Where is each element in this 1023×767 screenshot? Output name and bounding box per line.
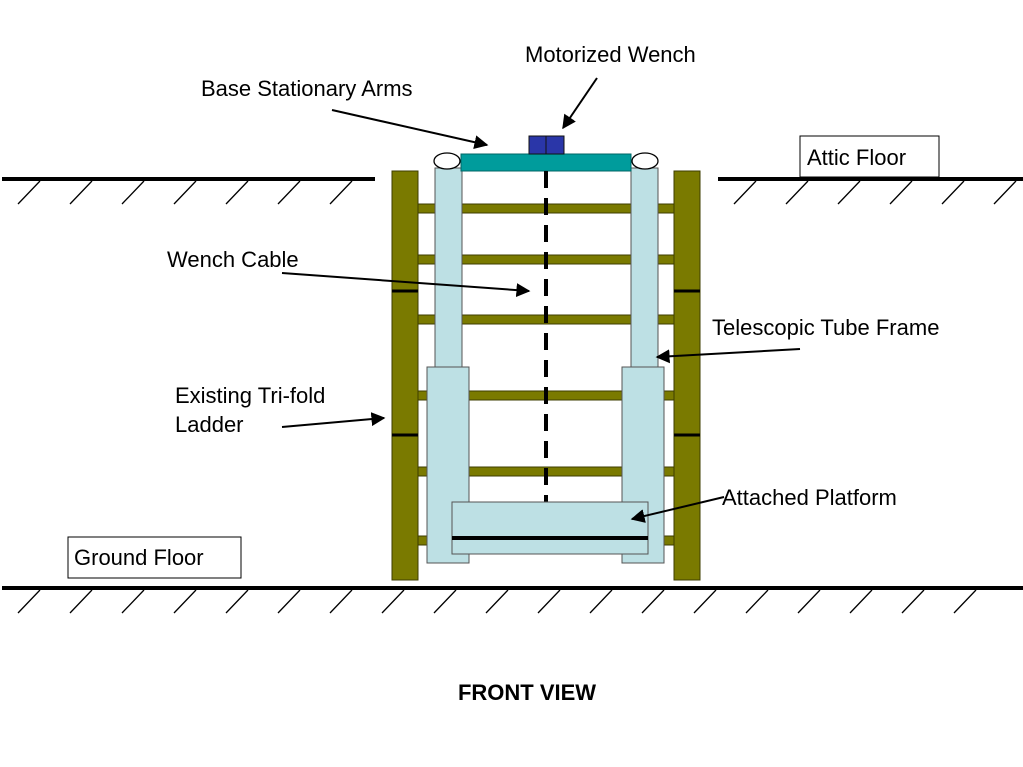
right-arm-roller bbox=[631, 152, 659, 170]
base-arms-arrow bbox=[331, 109, 489, 150]
base-stationary-arms bbox=[433, 152, 659, 172]
ground-floor-box bbox=[67, 536, 242, 579]
ladder-right-rail bbox=[673, 170, 701, 581]
ground-floor-line bbox=[2, 586, 1023, 614]
attached-platform bbox=[451, 501, 649, 555]
leader-arrows bbox=[281, 77, 801, 523]
view-title: FRONT VIEW bbox=[458, 680, 596, 705]
existing-ladder-label-line2: Ladder bbox=[175, 412, 244, 437]
attached-platform-label: Attached Platform bbox=[722, 485, 897, 510]
left-inner-tube bbox=[434, 167, 463, 369]
ladder-arrow bbox=[281, 412, 386, 428]
telescopic-frame-arrow bbox=[655, 348, 801, 364]
attic-floor-label: Attic Floor bbox=[807, 145, 906, 170]
ground-floor-hatching bbox=[17, 589, 977, 614]
motorized-wench-label: Motorized Wench bbox=[525, 42, 696, 67]
left-arm-roller bbox=[433, 152, 461, 170]
ladder-left-rail bbox=[391, 170, 419, 581]
motorized-wench-arrow bbox=[562, 77, 598, 130]
telescopic-tube-frame bbox=[426, 167, 665, 564]
ground-floor-label: Ground Floor bbox=[74, 545, 204, 570]
attic-floor-line bbox=[2, 177, 1023, 205]
telescopic-tube-frame-label: Telescopic Tube Frame bbox=[712, 315, 939, 340]
motorized-wench bbox=[528, 135, 565, 155]
platform-arrow bbox=[630, 496, 725, 523]
attic-floor-hatching bbox=[17, 180, 1017, 205]
existing-ladder-label-line1: Existing Tri-fold bbox=[175, 383, 325, 408]
attic-floor-box bbox=[799, 135, 940, 178]
right-inner-tube bbox=[630, 167, 659, 369]
ladder-fold-hinges bbox=[392, 289, 700, 437]
base-stationary-arms-label: Base Stationary Arms bbox=[201, 76, 413, 101]
base-arm-bar bbox=[460, 153, 632, 172]
wench-cable-arrow bbox=[281, 272, 531, 298]
wench-cable-label: Wench Cable bbox=[167, 247, 299, 272]
